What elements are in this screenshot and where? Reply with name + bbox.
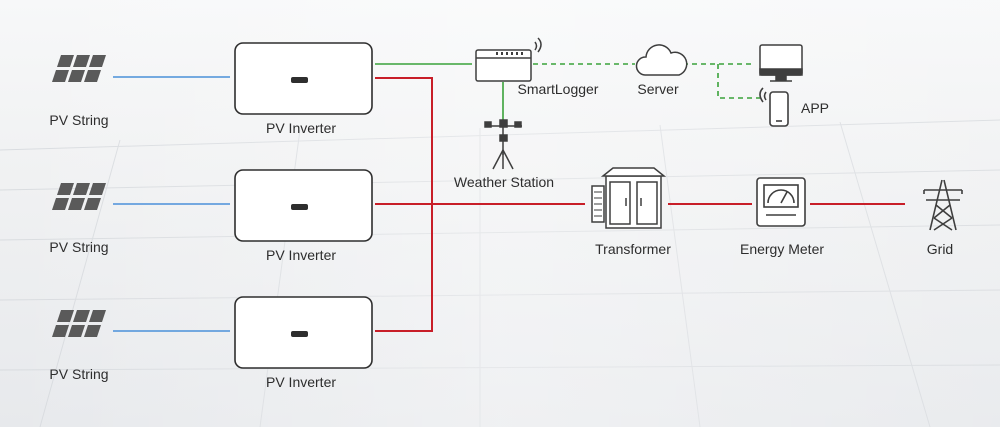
grid-label: Grid — [926, 241, 954, 257]
pv-inverter-icon — [234, 169, 373, 242]
pv-string-label: PV String — [49, 239, 109, 255]
comm-line-server-app — [717, 64, 760, 99]
monitor-icon — [759, 44, 803, 82]
pv-inverter-label: PV Inverter — [265, 374, 337, 390]
pv-string-icon — [52, 55, 106, 82]
pv-inverter-label: PV Inverter — [265, 120, 337, 136]
energy-meter-icon — [756, 177, 806, 227]
server-label: Server — [637, 81, 679, 97]
app-label: APP — [800, 100, 830, 116]
dc-lines — [113, 76, 230, 332]
pv-string-label: PV String — [49, 112, 109, 128]
smartlogger-icon — [475, 37, 542, 82]
pv-inverter-label: PV Inverter — [265, 247, 337, 263]
comm-lines — [375, 63, 760, 120]
weather-station-label: Weather Station — [453, 174, 555, 190]
ac-lines — [375, 77, 905, 332]
transformer-icon — [591, 167, 667, 229]
smartphone-icon — [759, 87, 789, 127]
energy-meter-label: Energy Meter — [739, 241, 825, 257]
pv-string-icon — [52, 183, 106, 210]
cloud-server-icon — [635, 44, 688, 76]
pv-inverter-icon — [234, 296, 373, 369]
grid-tower-icon — [923, 179, 963, 231]
pv-inverter-icon — [234, 42, 373, 115]
smartlogger-label: SmartLogger — [517, 81, 599, 97]
pv-string-icon — [52, 310, 106, 337]
pv-string-label: PV String — [49, 366, 109, 382]
weather-station-icon — [484, 119, 522, 170]
transformer-label: Transformer — [595, 241, 671, 257]
